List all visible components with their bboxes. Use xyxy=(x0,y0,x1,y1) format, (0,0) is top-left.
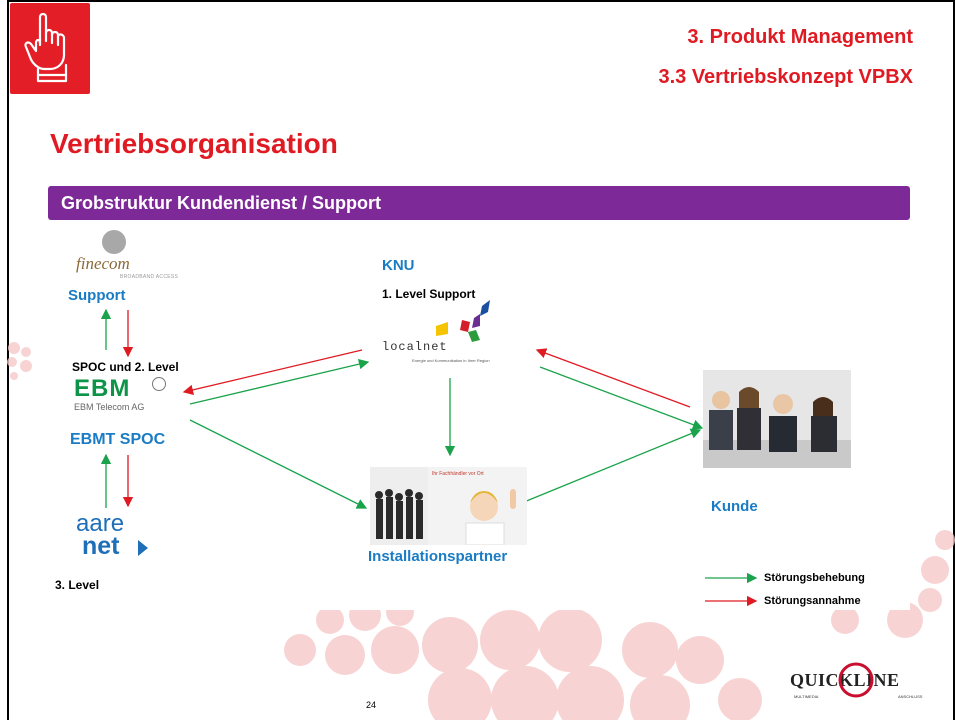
customer-photo xyxy=(703,370,851,468)
arrow-ebm-to-knu xyxy=(189,359,370,405)
aarenet-logo-top: aare xyxy=(76,510,125,537)
arrow-knu-to-ebm xyxy=(182,349,363,395)
arrow-installer-to-customer xyxy=(523,428,702,503)
legend-item-behebung: Störungsbehebung xyxy=(764,572,865,584)
subsection-title: 3.3 Vertriebskonzept VPBX xyxy=(658,66,913,88)
aarenet-label: 3. Level xyxy=(55,578,100,592)
aarenet-logo: aare net xyxy=(76,510,176,568)
slide-heading: Vertriebsorganisation xyxy=(50,128,338,159)
aarenet-logo-bottom: net xyxy=(82,532,120,560)
customer-people-illustration xyxy=(703,370,851,468)
slide-border-right xyxy=(953,0,955,720)
section-title: 3. Produkt Management xyxy=(687,26,913,48)
finecom-logo-sub: BROADBAND ACCESS xyxy=(120,274,179,280)
installer-label: Installationspartner xyxy=(368,548,508,565)
section-banner: Grobstruktur Kundendienst / Support xyxy=(48,186,910,220)
hand-pointer-icon xyxy=(24,12,68,83)
slide-border-top xyxy=(7,0,955,2)
legend-item-annahme: Störungsannahme xyxy=(764,595,861,607)
page-number: 24 xyxy=(366,700,377,710)
finecom-logo: finecom BROADBAND ACCESS xyxy=(70,230,180,288)
finecom-label: Support xyxy=(68,287,126,304)
arrow-ebm-to-installer xyxy=(189,419,368,509)
localnet-logo-sub: Energie und Kommunikation in Ihrer Regio… xyxy=(412,358,490,363)
aarenet-arrow-icon xyxy=(138,540,148,556)
quickline-logo: QUICKLINE MULTIMEDIA ANSCHLUSS xyxy=(790,658,940,706)
quickline-sub-left: MULTIMEDIA xyxy=(794,694,819,699)
hand-pointer-logo xyxy=(10,3,90,94)
installer-photo: Ihr Fachhändler vor Ort xyxy=(370,467,527,545)
finecom-logo-text: finecom xyxy=(76,254,130,273)
arrow-knu-to-customer xyxy=(539,366,704,430)
ebm-logo-sub: EBM Telecom AG xyxy=(74,402,145,412)
ebm-label: EBMT SPOC xyxy=(70,431,166,448)
customer-label: Kunde xyxy=(711,498,758,515)
ebm-registered-icon xyxy=(152,377,166,391)
quickline-sub-right: ANSCHLUSS xyxy=(898,694,923,699)
knu-sublabel: 1. Level Support xyxy=(382,287,476,301)
finecom-circle-icon xyxy=(102,230,126,254)
section-banner-label: Grobstruktur Kundendienst / Support xyxy=(61,193,381,213)
arrow-customer-to-knu xyxy=(535,348,691,408)
localnet-logo-text: localnet xyxy=(382,340,448,354)
localnet-logo: localnet Energie und Kommunikation in Ih… xyxy=(376,300,506,372)
ebm-logo: EBM EBM Telecom AG xyxy=(74,375,180,412)
ebm-logo-text: EBM xyxy=(74,375,131,402)
knu-label: KNU xyxy=(382,257,415,274)
ebm-caption: SPOC und 2. Level xyxy=(72,360,179,374)
quickline-ring-icon xyxy=(838,662,874,698)
localnet-leaves-icon xyxy=(436,300,490,342)
installer-banner-text: Ihr Fachhändler vor Ort xyxy=(432,471,484,477)
installer-people-illustration xyxy=(375,489,516,545)
